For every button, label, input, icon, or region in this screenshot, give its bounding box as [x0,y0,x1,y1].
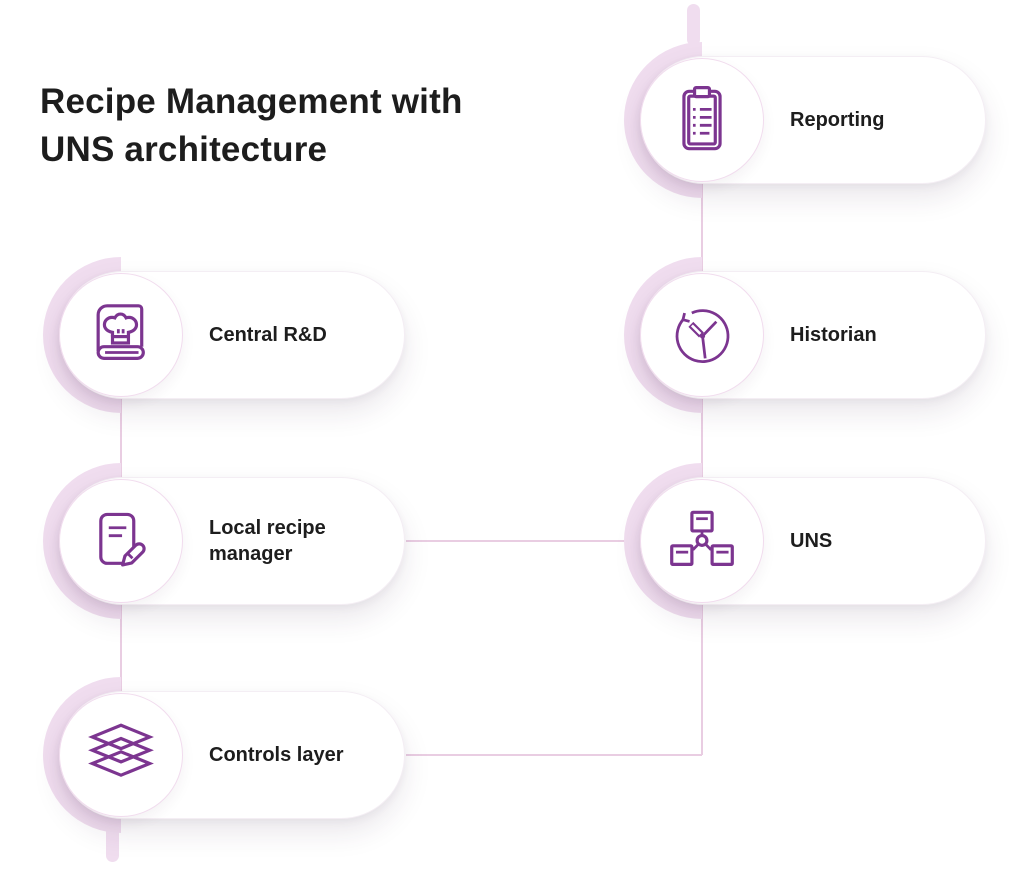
node-reporting: Reporting [622,40,986,200]
connector-localrecipe-uns [406,540,702,542]
node-central-rd: Central R&D [41,255,405,415]
clipboard-icon [668,86,736,154]
node-label: Reporting [790,109,885,131]
node-controls-layer: Controls layer [41,675,405,835]
node-label: Controls layer [209,744,344,766]
pink-arc [43,677,122,833]
node-label: Local recipe manager [209,517,326,565]
document-edit-icon [87,507,155,575]
node-uns: UNS [622,461,986,621]
chain-stub-top [687,4,700,46]
pink-arc [624,42,703,198]
connector-right-vertical [701,120,703,755]
layers-icon [87,721,155,789]
recipe-book-icon [87,301,155,369]
pink-arc [43,463,122,619]
icon-circle [59,693,183,817]
node-local-recipe-manager: Local recipe manager [41,461,405,621]
node-label: UNS [790,530,833,552]
pink-arc [43,257,122,413]
icon-circle [640,479,764,603]
title-line-1: Recipe Management with [40,82,463,121]
pink-arc [624,257,703,413]
icon-circle [59,479,183,603]
node-historian: Historian [622,255,986,415]
pink-arc [624,463,703,619]
connector-controls-uns [406,754,702,756]
node-label: Central R&D [209,324,327,346]
node-label: Historian [790,324,877,346]
network-icon [668,507,736,575]
history-clock-icon [668,301,736,369]
title-line-2: UNS architecture [40,130,328,169]
icon-circle [640,58,764,182]
